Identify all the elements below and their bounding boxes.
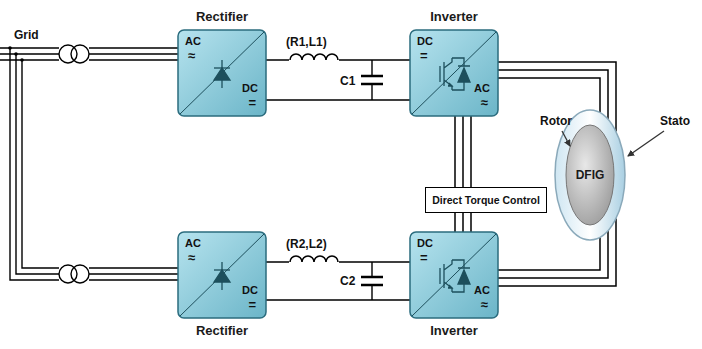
inductor-symbol xyxy=(289,52,339,264)
part-label: Rotor xyxy=(540,114,572,129)
rectifier-box: RectifierAC≈DC= xyxy=(178,30,266,116)
component-label: (R2,L2) xyxy=(286,237,327,252)
inverter-box xyxy=(410,30,498,116)
rectifier-box: RectifierAC≈DC= xyxy=(178,232,266,318)
wire-connector xyxy=(455,116,471,187)
generator-node: DFIG xyxy=(555,110,625,240)
grid-label: Grid xyxy=(14,28,39,43)
inverter-box xyxy=(410,232,498,318)
port-label: AC xyxy=(185,237,201,250)
leader-line xyxy=(562,131,664,156)
inverter-box: InverterDC=AC≈ xyxy=(410,30,498,116)
capacitor-symbol xyxy=(361,60,383,300)
wire-connector xyxy=(455,213,471,232)
component-label: (R1,L1) xyxy=(286,35,327,50)
block-heading: Inverter xyxy=(380,323,528,339)
machine-label: DFIG xyxy=(576,169,605,182)
waveform-symbol: = xyxy=(420,49,428,62)
waveform-symbol: = xyxy=(248,96,256,109)
component-label: C1 xyxy=(340,74,355,89)
port-label: AC xyxy=(185,35,201,48)
control-box: Direct Torque Control xyxy=(425,187,547,213)
block-heading: Rectifier xyxy=(148,323,296,339)
component-label: C2 xyxy=(340,274,355,289)
junction-dots xyxy=(8,46,24,62)
port-label: DC xyxy=(417,35,433,48)
part-label: Stato xyxy=(660,114,690,129)
waveform-symbol: ≈ xyxy=(481,96,488,109)
wire-connector xyxy=(266,60,410,100)
grid-wires xyxy=(0,48,178,280)
port-label: DC xyxy=(417,237,433,250)
waveform-symbol: ≈ xyxy=(188,49,195,62)
rectifier-box xyxy=(178,30,266,116)
port-label: DC xyxy=(242,82,258,95)
port-label: DC xyxy=(242,284,258,297)
block-heading: Inverter xyxy=(380,9,528,25)
dfig-machine xyxy=(555,110,625,240)
transformer-symbol xyxy=(59,45,89,283)
wire-connector xyxy=(266,262,410,300)
waveform-symbol: = xyxy=(420,251,428,264)
block-heading: Rectifier xyxy=(148,9,296,25)
port-label: AC xyxy=(474,284,490,297)
waveform-symbol: ≈ xyxy=(481,298,488,311)
inverter-box: InverterDC=AC≈ xyxy=(410,232,498,318)
port-label: AC xyxy=(474,82,490,95)
waveform-symbol: = xyxy=(248,298,256,311)
waveform-symbol: ≈ xyxy=(188,251,195,264)
control-label: Direct Torque Control xyxy=(432,194,540,207)
rectifier-box xyxy=(178,232,266,318)
